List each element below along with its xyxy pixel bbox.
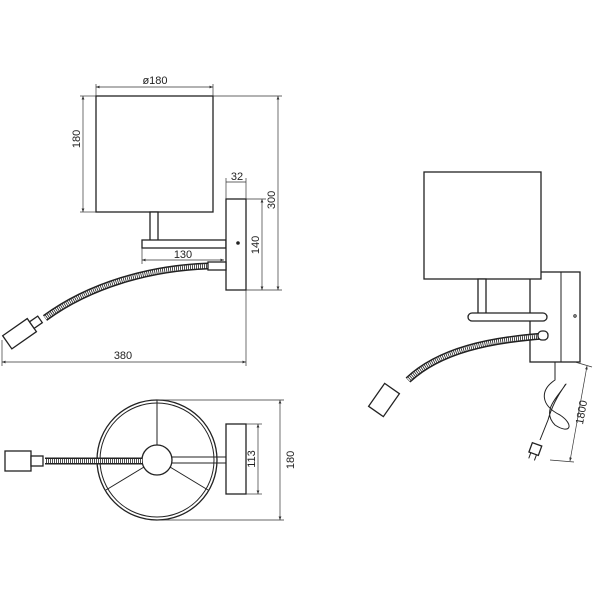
plug-icon (528, 441, 543, 461)
dim-backplate-height: 140 (250, 236, 262, 254)
switch-dot (236, 241, 240, 245)
shade-hub (141, 444, 173, 476)
dim-arm-length: 130 (174, 249, 192, 261)
dim-total-width: 180 (285, 451, 297, 469)
front-view: ø180 180 32 140 300 130 380 (1, 75, 282, 366)
perspective-view: 1800 (367, 171, 593, 463)
backplate (225, 198, 247, 291)
top-view: 113 180 (4, 399, 297, 521)
stem (149, 211, 159, 242)
lampshade (95, 95, 214, 213)
gooseneck (42, 262, 224, 321)
dim-cord-length: 1800 (574, 399, 590, 425)
dim-shade-height: 180 (71, 130, 83, 148)
lampshade-3d (423, 171, 542, 280)
dim-backplate-depth: 32 (231, 171, 243, 183)
arm-3d (467, 312, 548, 322)
reading-head-top (4, 450, 32, 472)
arm (141, 239, 227, 249)
gooseneck-3d (405, 332, 545, 383)
dim-total-height: 300 (266, 191, 278, 209)
dim-total-projection: 380 (114, 350, 132, 362)
dim-shade-diameter: ø180 (142, 75, 167, 87)
power-cord (539, 362, 570, 441)
stem-3d (477, 278, 487, 316)
dim-backplate-width: 113 (246, 450, 258, 468)
reading-head-3d (367, 382, 401, 418)
reading-head (1, 315, 44, 350)
backplate-top (225, 423, 247, 495)
